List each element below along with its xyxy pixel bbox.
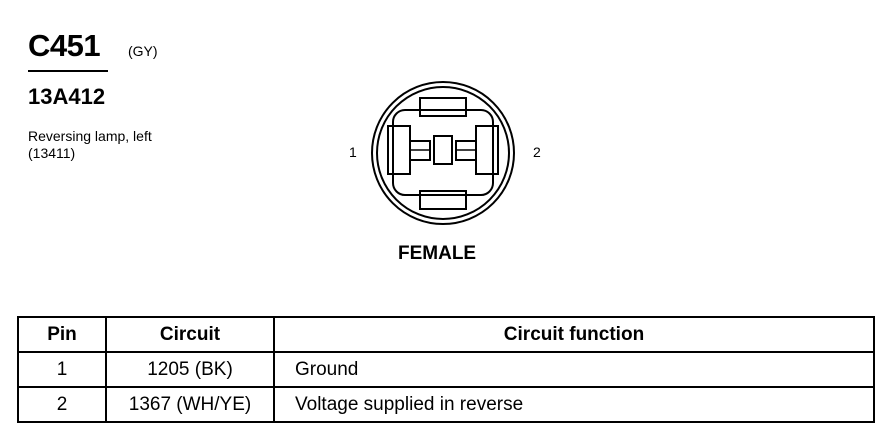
pin-label-2: 2 — [533, 144, 541, 160]
table-header-row: Pin Circuit Circuit function — [17, 316, 875, 353]
connector-id: C451 — [28, 28, 101, 63]
header-circuit-function: Circuit function — [273, 316, 875, 353]
cell-circuit-function: Voltage supplied in reverse — [273, 386, 875, 423]
header-circuit: Circuit — [105, 316, 275, 353]
description-line-2: (13411) — [28, 145, 76, 161]
pin-label-1: 1 — [349, 144, 357, 160]
connector-color-code: (GY) — [128, 43, 158, 59]
center-key — [433, 135, 453, 165]
connector-right-tab — [475, 125, 499, 175]
cell-pin: 1 — [17, 351, 107, 388]
table-row: 2 1367 (WH/YE) Voltage supplied in rever… — [17, 386, 875, 423]
connector-left-tab — [387, 125, 411, 175]
connector-id-underline — [28, 70, 108, 72]
description-line-1: Reversing lamp, left — [28, 128, 152, 144]
connector-housing — [392, 109, 494, 196]
connector-gender-label: FEMALE — [398, 243, 477, 264]
connector-description: Reversing lamp, left (13411) — [28, 128, 152, 162]
connector-outer-ring — [371, 81, 515, 225]
connector-inner-ring — [376, 86, 510, 220]
part-number: 13A412 — [28, 84, 106, 109]
pinout-table: Pin Circuit Circuit function 1 1205 (BK)… — [17, 316, 875, 423]
header-pin: Pin — [17, 316, 107, 353]
connector-bottom-latch — [419, 190, 467, 210]
connector-face-diagram — [371, 81, 515, 225]
cell-circuit: 1367 (WH/YE) — [105, 386, 275, 423]
connector-top-latch — [419, 97, 467, 117]
cell-pin: 2 — [17, 386, 107, 423]
cell-circuit: 1205 (BK) — [105, 351, 275, 388]
table-row: 1 1205 (BK) Ground — [17, 351, 875, 388]
cell-circuit-function: Ground — [273, 351, 875, 388]
